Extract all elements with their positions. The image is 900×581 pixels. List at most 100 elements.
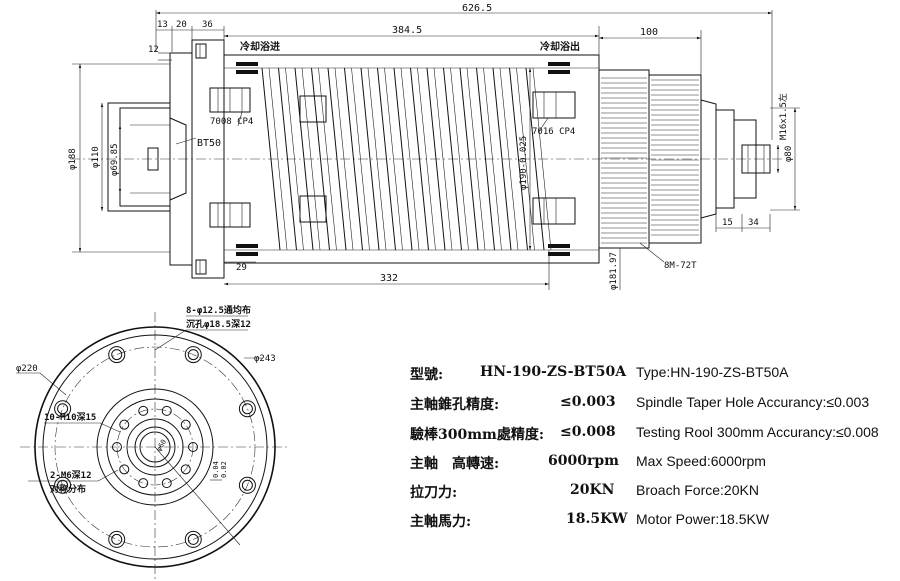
dim-thread: M16x1.5左 <box>777 93 789 140</box>
key-slot <box>147 147 159 171</box>
spiral-groove <box>360 67 380 251</box>
spiral-groove <box>426 67 446 251</box>
spiral-groove <box>443 67 462 251</box>
dim-34: 34 <box>748 218 759 228</box>
spiral-groove <box>459 67 479 251</box>
dim-overall-length: 626.5 <box>462 3 492 14</box>
spiral-groove-edge <box>450 67 469 251</box>
spiral-groove-edge <box>516 67 535 251</box>
spec-broach-cn-label: 拉刀力: <box>410 485 458 501</box>
spec-test-cn-label: 驗棒300mm處精度: <box>410 427 545 443</box>
dim-384: 384.5 <box>392 25 422 36</box>
label-bearing-front: 7008 CP4 <box>210 117 253 127</box>
label-belt: 8M-72T <box>664 261 697 271</box>
bolt-circle <box>54 346 256 548</box>
bore-outer <box>134 426 176 468</box>
rear-seal-rings <box>548 62 570 256</box>
spiral-groove-edge <box>417 67 436 251</box>
bolt-holes <box>54 346 256 548</box>
dim-12: 12 <box>148 45 159 55</box>
bolt-hole <box>184 530 202 548</box>
hub-outer <box>96 388 214 506</box>
m10-hole <box>119 464 130 475</box>
spiral-groove-edge <box>532 67 552 251</box>
spiral-groove-edge <box>384 67 403 251</box>
spec-speed-cn-label: 主軸 高轉速: <box>410 456 500 472</box>
spec-type-cn-value: HN-190-ZS-BT50A <box>480 364 627 380</box>
bolt-hole <box>184 346 202 364</box>
m10-circle <box>116 408 194 486</box>
spec-test-en: Testing Rool 300mm Accurancy:≤0.008 <box>636 424 879 440</box>
m10-hole <box>138 405 149 416</box>
m10-hole <box>180 464 191 475</box>
spiral-groove-edge <box>499 67 519 251</box>
flange-outer-circle <box>34 326 276 568</box>
spiral-groove-edge <box>334 67 354 251</box>
dim-phi-6985: φ69.85 <box>110 143 120 176</box>
spiral-groove-edge <box>367 67 387 251</box>
m10-hole <box>138 478 149 489</box>
spec-taper-cn-label: 主軸錐孔精度: <box>410 397 500 413</box>
dim-phi-190: φ190-0.025 <box>519 136 529 190</box>
bolt-hole-inner <box>111 533 123 545</box>
spec-taper-cn-value: ≤0.003 <box>560 394 616 410</box>
dim-13: 13 <box>157 20 168 30</box>
dim-002: 0.02 <box>220 461 228 478</box>
bolt-hole <box>108 346 126 364</box>
spiral-groove <box>327 67 347 251</box>
spiral-groove-edge <box>318 67 337 251</box>
pulley-rear <box>648 74 702 244</box>
label-counterbore: 沉孔φ18.5深12 <box>186 318 251 330</box>
spiral-groove <box>476 67 495 251</box>
spiral-groove-edge <box>268 67 288 251</box>
bolt-hole <box>54 400 72 418</box>
dim-29: 29 <box>236 263 247 273</box>
label-bearing-rear: 7016 CP4 <box>532 127 575 137</box>
bolt-hole <box>54 476 72 494</box>
spiral-groove <box>344 67 363 251</box>
label-holes-2: 2-M6深12 <box>50 469 92 481</box>
spec-test-cn-value: ≤0.008 <box>560 424 616 440</box>
dim-phi-110: φ110 <box>91 146 101 168</box>
spec-power-en: Motor Power:18.5KW <box>636 511 770 527</box>
spiral-groove <box>311 67 330 251</box>
flange-inner-circle <box>42 334 268 560</box>
bolt-hole-inner <box>187 533 199 545</box>
bolt-hole-inner <box>57 403 69 415</box>
dim-phi-181: φ181.97 <box>609 252 619 290</box>
spec-power-cn-value: 18.5KW <box>566 511 628 527</box>
spiral-groove-edge <box>351 67 370 251</box>
spec-speed-cn-value: 6000rpm <box>548 453 619 469</box>
spec-type-en: Type:HN-190-ZS-BT50A <box>636 364 789 380</box>
rear-bearings <box>532 91 576 225</box>
dim-332: 332 <box>380 273 398 284</box>
dim-100: 100 <box>640 27 658 38</box>
spiral-groove <box>377 67 396 251</box>
dim-phi-80: φ80 <box>784 146 794 162</box>
bolt-hole-inner <box>111 349 123 361</box>
spiral-groove <box>509 67 528 251</box>
bolt-hole <box>238 400 256 418</box>
tool-holder-inner <box>119 107 171 207</box>
spec-broach-en: Broach Force:20KN <box>636 482 759 498</box>
bolt-hole <box>108 530 126 548</box>
dim-36: 36 <box>202 20 213 30</box>
spiral-groove <box>492 67 512 251</box>
label-coolant-in: 冷却浴进 <box>240 40 280 53</box>
bolt-hole <box>238 476 256 494</box>
dim-phi-243: φ243 <box>254 354 276 364</box>
spiral-groove <box>261 67 281 251</box>
bolt-hole-inner <box>187 349 199 361</box>
spiral-groove-edge <box>433 67 453 251</box>
spiral-groove-edge <box>400 67 420 251</box>
taper-cone <box>169 117 187 201</box>
front-seal-rings <box>236 62 258 256</box>
label-coolant-out: 冷却浴出 <box>540 40 580 53</box>
m10-holes <box>112 405 198 489</box>
spec-taper-en: Spindle Taper Hole Accurancy:≤0.003 <box>636 394 870 410</box>
front-view: 8-φ12.5通均布 沉孔φ18.5深12 φ243 φ220 10-M10深1… <box>16 304 290 581</box>
m10-hole <box>119 419 130 430</box>
bolt-hole-inner <box>241 479 253 491</box>
spiral-groove <box>410 67 429 251</box>
